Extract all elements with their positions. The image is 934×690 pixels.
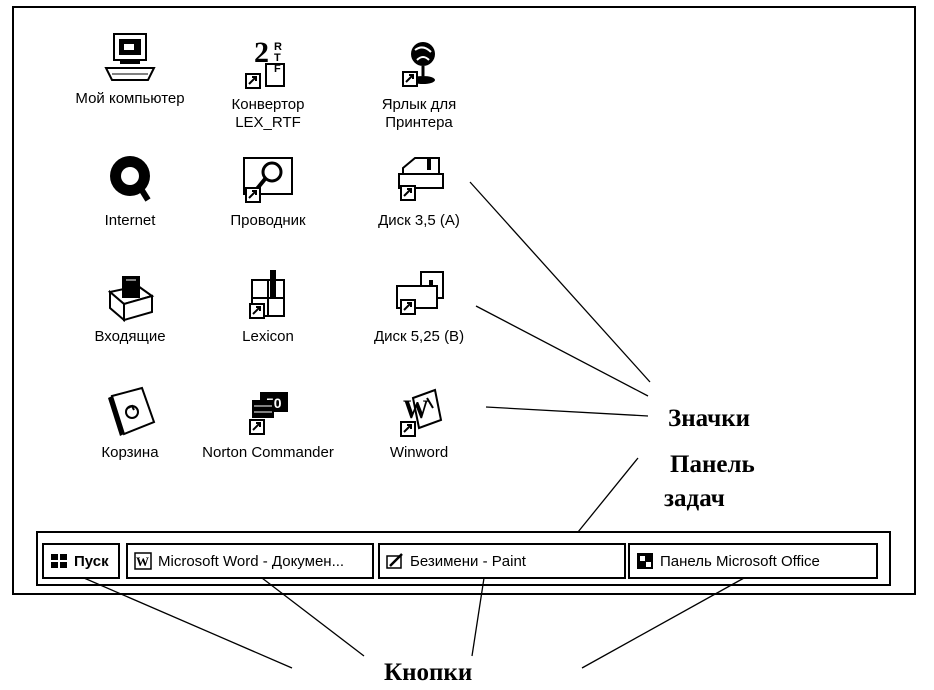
desktop-icon-label: Конвертор bbox=[231, 96, 305, 113]
taskbar-button-paint[interactable]: Безимени - Paint bbox=[378, 543, 626, 579]
svg-text:W: W bbox=[403, 395, 429, 424]
printer-shortcut-icon bbox=[387, 36, 451, 92]
start-button[interactable]: Пуск bbox=[42, 543, 120, 579]
svg-text:R: R bbox=[274, 41, 282, 53]
desktop-icon-winword[interactable]: W Winword bbox=[344, 384, 494, 462]
converter-rtf-icon: 2 R T F bbox=[236, 36, 300, 92]
desktop-icon-label: Internet bbox=[104, 212, 156, 229]
office-panel-icon bbox=[637, 553, 653, 569]
desktop-icon-my-computer[interactable]: Мой компьютер bbox=[55, 30, 205, 108]
taskbar-button-label: Панель Microsoft Office bbox=[660, 552, 820, 570]
my-computer-icon bbox=[98, 30, 162, 86]
desktop-icon-label: Диск 5,25 (В) bbox=[373, 328, 465, 345]
annotation-taskbar-line2: задач bbox=[664, 485, 725, 512]
taskbar-button-label: Microsoft Word - Докумен... bbox=[158, 552, 345, 570]
desktop-icon-lexicon[interactable]: Lexicon bbox=[193, 268, 343, 346]
inbox-icon bbox=[98, 268, 162, 324]
desktop-icon-label: Ярлык для bbox=[381, 96, 457, 113]
explorer-icon bbox=[236, 152, 300, 208]
desktop-icon-internet[interactable]: Internet bbox=[55, 152, 205, 230]
taskbar: Пуск W Microsoft Word - Докумен... Безим… bbox=[36, 531, 891, 586]
paint-icon bbox=[386, 553, 403, 569]
desktop-icon-inbox[interactable]: Входящие bbox=[55, 268, 205, 346]
desktop-icon-label: Lexicon bbox=[242, 328, 294, 345]
desktop-icon-printer-shortcut[interactable]: Ярлык для Принтера bbox=[344, 36, 494, 132]
windows-logo-icon bbox=[51, 554, 67, 568]
desktop-icon-label: Диск 3,5 (А) bbox=[378, 212, 460, 229]
desktop: Мой компьютер 2 R T F Конвертор LEX_RTF bbox=[12, 6, 916, 595]
svg-text:W: W bbox=[136, 554, 149, 569]
winword-icon: W bbox=[387, 384, 451, 440]
start-button-label: Пуск bbox=[74, 552, 109, 570]
desktop-icon-label-line2: Принтера bbox=[385, 114, 453, 131]
annotation-buttons: Кнопки bbox=[384, 659, 473, 686]
desktop-icon-label-line2: LEX_RTF bbox=[235, 114, 301, 131]
desktop-icon-floppy-35[interactable]: Диск 3,5 (А) bbox=[344, 152, 494, 230]
desktop-icon-explorer[interactable]: Проводник bbox=[193, 152, 343, 230]
norton-commander-icon: 50 bbox=[236, 384, 300, 440]
annotation-taskbar-line1: Панель bbox=[670, 451, 755, 478]
svg-text:2: 2 bbox=[254, 36, 269, 69]
desktop-icon-norton-commander[interactable]: 50 Norton Commander bbox=[193, 384, 343, 462]
internet-icon bbox=[98, 152, 162, 208]
lexicon-icon bbox=[236, 268, 300, 324]
word-icon: W bbox=[134, 552, 152, 570]
svg-text:T: T bbox=[274, 52, 281, 64]
taskbar-button-word[interactable]: W Microsoft Word - Докумен... bbox=[126, 543, 374, 579]
taskbar-button-label: Безимени - Paint bbox=[410, 552, 526, 570]
desktop-icon-label: Проводник bbox=[230, 212, 306, 229]
desktop-icon-label: Norton Commander bbox=[202, 444, 334, 461]
floppy-35-icon bbox=[387, 152, 451, 208]
desktop-icon-converter[interactable]: 2 R T F Конвертор LEX_RTF bbox=[193, 36, 343, 132]
desktop-icon-label: Мой компьютер bbox=[75, 90, 185, 107]
desktop-icon-floppy-525[interactable]: Диск 5,25 (В) bbox=[344, 268, 494, 346]
annotation-icons: Значки bbox=[668, 405, 751, 432]
desktop-icon-label: Корзина bbox=[101, 444, 159, 461]
desktop-icon-label: Winword bbox=[389, 444, 449, 461]
taskbar-button-office-panel[interactable]: Панель Microsoft Office bbox=[628, 543, 878, 579]
recycle-bin-icon bbox=[98, 384, 162, 440]
svg-text:F: F bbox=[274, 63, 281, 75]
desktop-icon-label: Входящие bbox=[94, 328, 166, 345]
floppy-525-icon bbox=[387, 268, 451, 324]
desktop-icon-recycle-bin[interactable]: Корзина bbox=[55, 384, 205, 462]
